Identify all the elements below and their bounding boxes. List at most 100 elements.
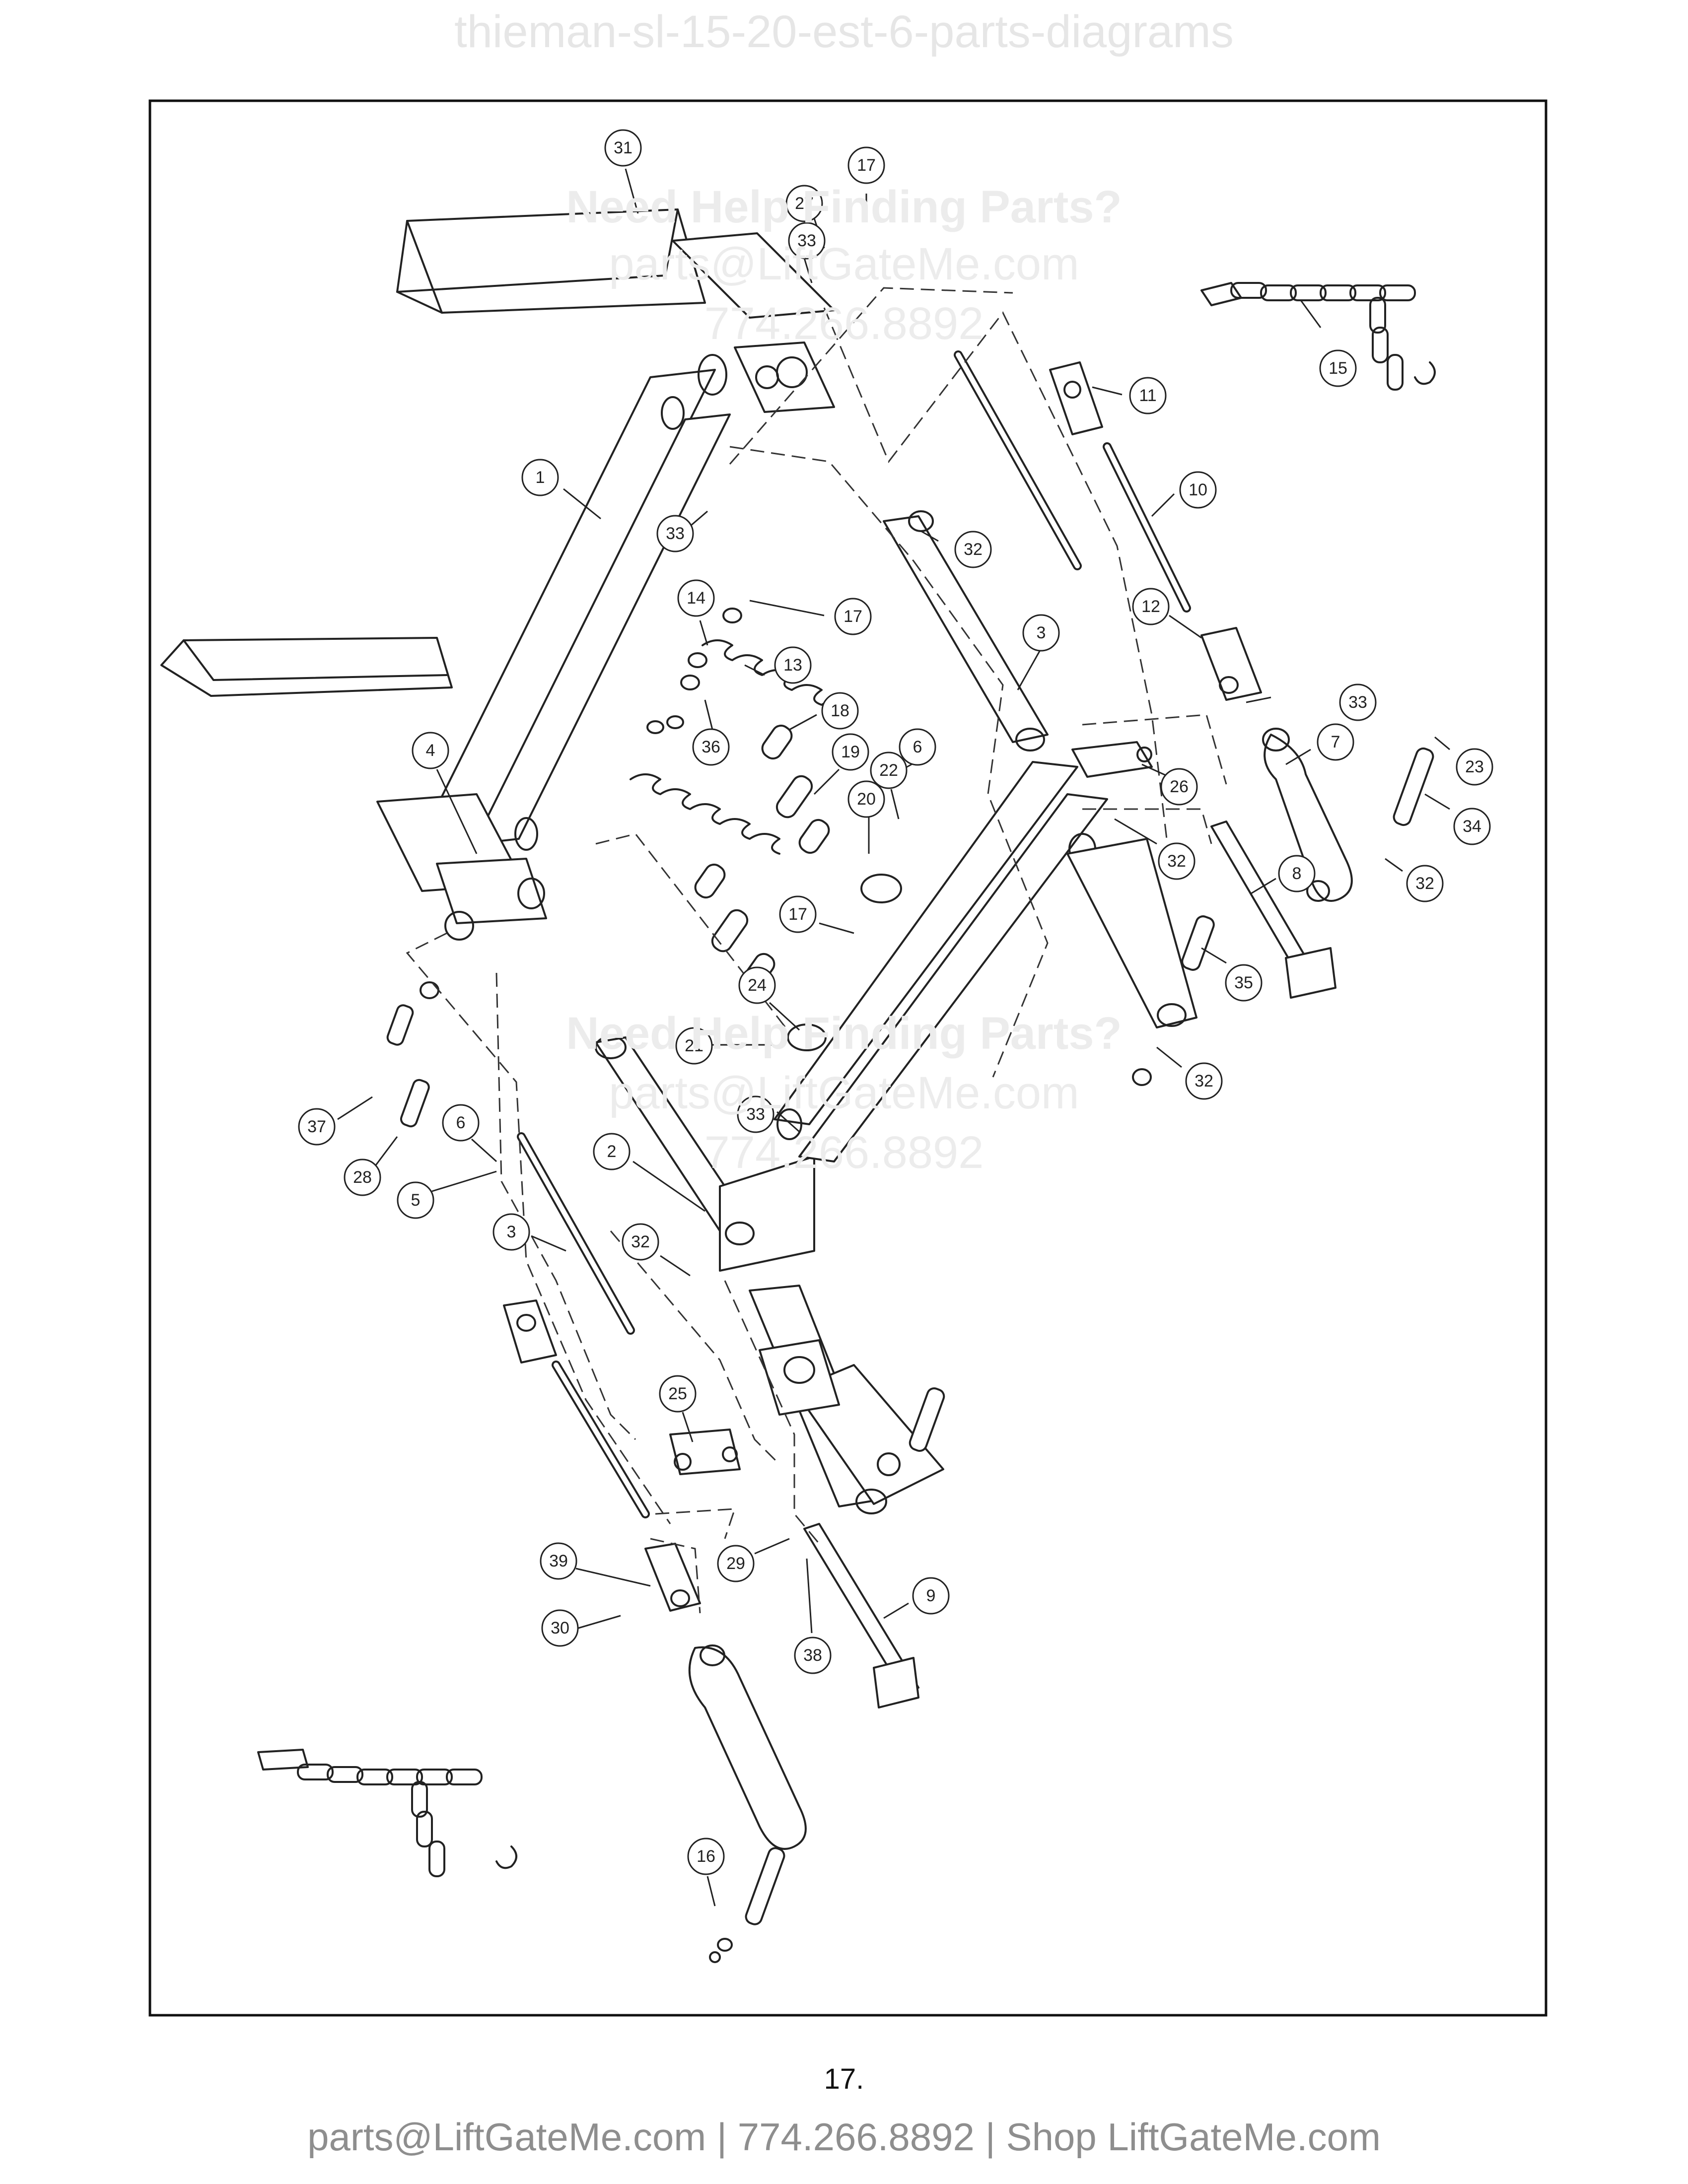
block-lower-left	[503, 1299, 557, 1364]
callout-label: 32	[1167, 852, 1186, 871]
chain-lower-left	[257, 1749, 517, 1877]
footer-contact: parts@LiftGateMe.com | 774.266.8892 | Sh…	[307, 2115, 1381, 2159]
center-hub-lower	[759, 1339, 840, 1416]
lower-right-bracket	[1066, 838, 1197, 1086]
callout-5	[397, 1170, 497, 1219]
callout-label: 32	[964, 540, 983, 559]
link-bar-9	[803, 1523, 919, 1708]
callout-label: 32	[631, 1232, 650, 1251]
callout-label: 30	[551, 1619, 569, 1638]
callout-label: 17	[857, 156, 876, 175]
callout-33d	[737, 1095, 800, 1133]
callout-label: 8	[1292, 864, 1302, 883]
callout-label: 11	[1139, 386, 1156, 405]
callout-label: 26	[1170, 777, 1189, 796]
callout-label: 20	[857, 790, 876, 809]
pin-34	[1393, 747, 1434, 826]
callout-label: 33	[797, 231, 816, 250]
callout-28	[344, 1136, 398, 1196]
callout-33b	[656, 510, 708, 552]
watermark-phone-top: 774.266.8892	[704, 298, 984, 349]
callout-label: 1	[536, 468, 545, 487]
callout-22	[870, 751, 908, 819]
callout-label: 4	[426, 741, 435, 760]
diagram-frame	[148, 99, 1547, 2017]
callout-label: 16	[697, 1847, 715, 1866]
plate-25	[669, 1429, 741, 1475]
callout-label: 24	[748, 976, 767, 995]
callout-6b	[442, 1104, 497, 1162]
callout-20	[847, 780, 885, 854]
callout-label: 5	[411, 1191, 421, 1210]
callout-label: 9	[926, 1586, 936, 1605]
callout-11	[1092, 377, 1167, 414]
threaded-rod-lower	[552, 1361, 650, 1518]
callout-1	[521, 459, 601, 520]
callout-label: 13	[783, 656, 802, 675]
pin-16	[709, 1847, 785, 1963]
callout-16	[687, 1838, 725, 1907]
callout-35	[1201, 947, 1263, 1002]
rod-3-left	[517, 1132, 635, 1335]
callout-33c	[1246, 683, 1377, 721]
long-member-right	[774, 761, 1108, 1162]
callout-32d	[1156, 1046, 1223, 1100]
watermark-email-top: parts@LiftGateMe.com	[609, 239, 1079, 289]
block-11	[1049, 361, 1103, 435]
page-title: thieman-sl-15-20-est-6-parts-diagrams	[454, 6, 1234, 57]
callout-29	[717, 1538, 790, 1582]
callout-8	[1251, 855, 1316, 894]
callout-label: 23	[1465, 757, 1484, 776]
center-chain-upper	[761, 724, 902, 903]
angle-bracket-left	[160, 637, 453, 697]
callout-30	[541, 1609, 621, 1647]
callout-label: 35	[1234, 973, 1253, 992]
callout-label: 21	[685, 1036, 703, 1055]
watermark-help-top: Need Help Finding Parts?	[566, 182, 1122, 232]
callout-label: 32	[1195, 1072, 1213, 1091]
callout-label: 6	[456, 1113, 466, 1132]
callout-26	[1141, 763, 1198, 806]
callout-3a	[1017, 614, 1060, 690]
callout-3b	[492, 1213, 566, 1252]
callout-24	[738, 966, 800, 1031]
callout-label: 34	[1463, 817, 1481, 836]
block-39	[644, 1543, 701, 1612]
callout-33a	[788, 222, 826, 283]
callout-12	[1132, 588, 1202, 639]
watermark-help-mid: Need Help Finding Parts?	[566, 1008, 1122, 1059]
callout-32a	[920, 530, 992, 568]
callout-label: 2	[607, 1142, 617, 1161]
callout-36	[692, 699, 730, 766]
callout-label: 10	[1189, 480, 1207, 499]
callout-39	[540, 1542, 651, 1587]
callout-4	[412, 732, 478, 854]
callout-38	[794, 1558, 832, 1674]
callout-label: 17	[844, 607, 862, 626]
page-number: 17.	[824, 2063, 864, 2095]
callout-7	[1285, 723, 1354, 765]
callout-25	[659, 1375, 697, 1442]
pin-lower-right	[909, 1387, 945, 1452]
callout-13	[744, 646, 812, 684]
callout-31	[604, 129, 642, 214]
callout-17b	[749, 598, 872, 635]
callout-label: 15	[1329, 359, 1347, 378]
callout-label: 3	[507, 1223, 516, 1241]
callout-label: 27	[795, 194, 814, 213]
arm-2	[595, 1035, 815, 1272]
callout-label: 33	[666, 524, 685, 543]
callout-label: 12	[1141, 597, 1160, 616]
lever-7	[1262, 728, 1353, 902]
plate-26	[1071, 741, 1153, 778]
spring-lower	[630, 715, 780, 855]
block-12	[1200, 627, 1262, 701]
callout-label: 36	[702, 738, 720, 756]
callout-label: 31	[614, 138, 633, 157]
callout-label: 6	[913, 738, 922, 756]
callout-label: 18	[831, 701, 849, 720]
callout-label: 22	[879, 761, 898, 780]
callout-label: 25	[668, 1384, 687, 1403]
callout-2	[593, 1133, 705, 1212]
